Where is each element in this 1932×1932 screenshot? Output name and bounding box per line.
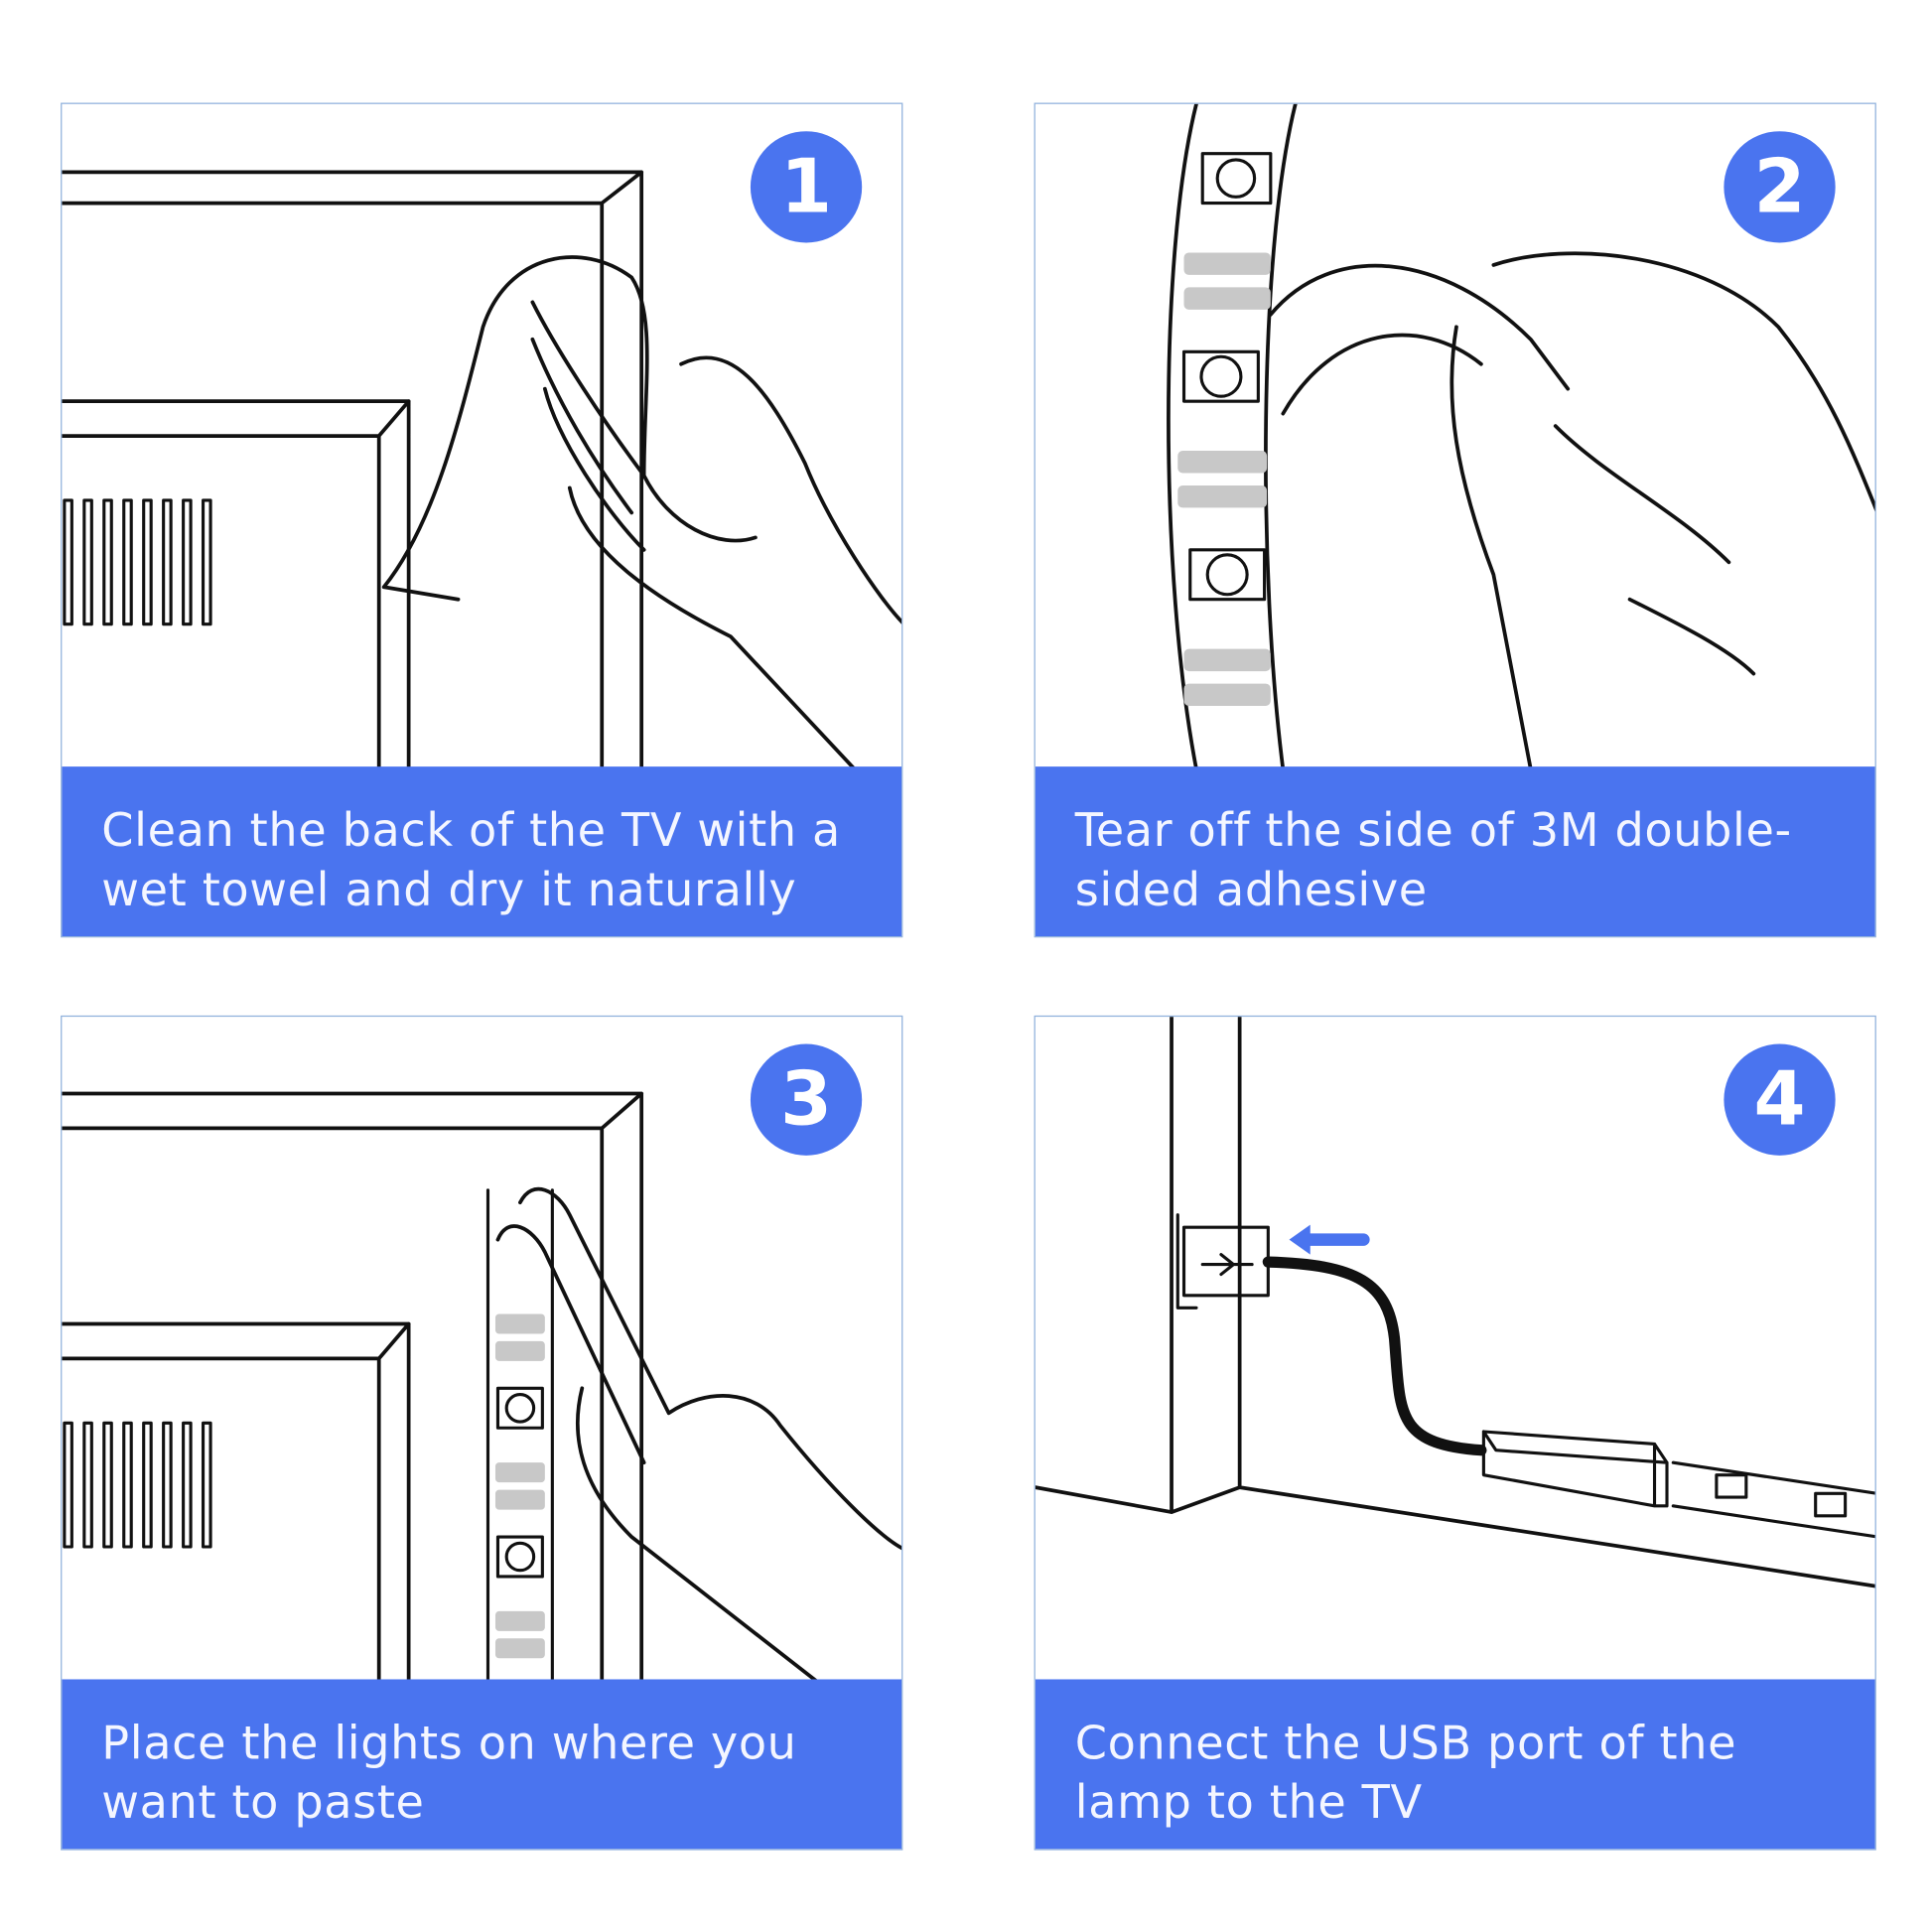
place-lights-illustration — [62, 1091, 902, 1682]
step-1-panel: 1 Clean the back of the TV with a wet to… — [61, 102, 903, 938]
step-3-panel: 3 Place the lights on where you want to … — [61, 1015, 903, 1851]
clean-tv-illustration — [62, 170, 902, 769]
step-2-panel: 2 Tear off the side of 3M double-sided a… — [1034, 102, 1876, 938]
step-caption: Connect the USB port of the lamp to the … — [1035, 1679, 1875, 1850]
step-number-badge: 1 — [750, 131, 863, 243]
step-caption: Tear off the side of 3M double-sided adh… — [1035, 766, 1875, 937]
connect-usb-illustration — [1035, 1017, 1875, 1588]
step-caption: Clean the back of the TV with a wet towe… — [62, 766, 902, 937]
step-4-panel: 4 Connect the USB port of the lamp to th… — [1034, 1015, 1876, 1851]
step-number-badge: 4 — [1724, 1043, 1836, 1156]
step-number-badge: 2 — [1724, 131, 1836, 243]
step-caption: Place the lights on where you want to pa… — [62, 1679, 902, 1850]
step-number-badge: 3 — [750, 1043, 863, 1156]
tear-adhesive-illustration — [1167, 103, 1875, 769]
